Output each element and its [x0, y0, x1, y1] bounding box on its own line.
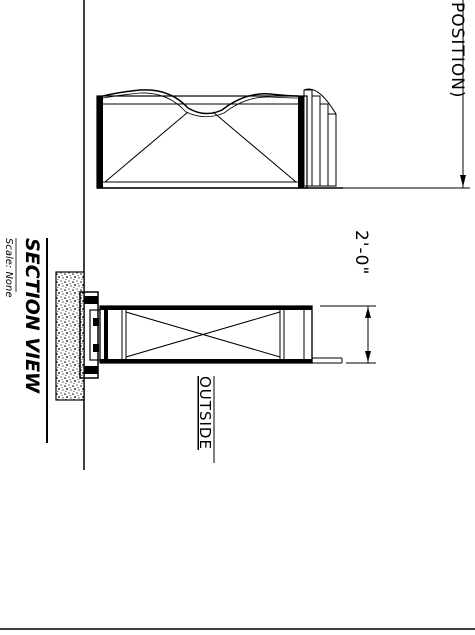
section-title: SECTION VIEW	[21, 238, 43, 394]
dimension-label: 2'-0"	[351, 230, 371, 275]
outside-label: OUTSIDE	[196, 376, 214, 450]
upper-cabinet	[96, 88, 343, 189]
lower-cabinet	[79, 291, 343, 379]
width-dimension	[320, 305, 376, 364]
position-dimension	[340, 0, 470, 189]
scale-label: Scale: None	[3, 238, 14, 298]
position-label: POSITION)	[447, 2, 467, 99]
